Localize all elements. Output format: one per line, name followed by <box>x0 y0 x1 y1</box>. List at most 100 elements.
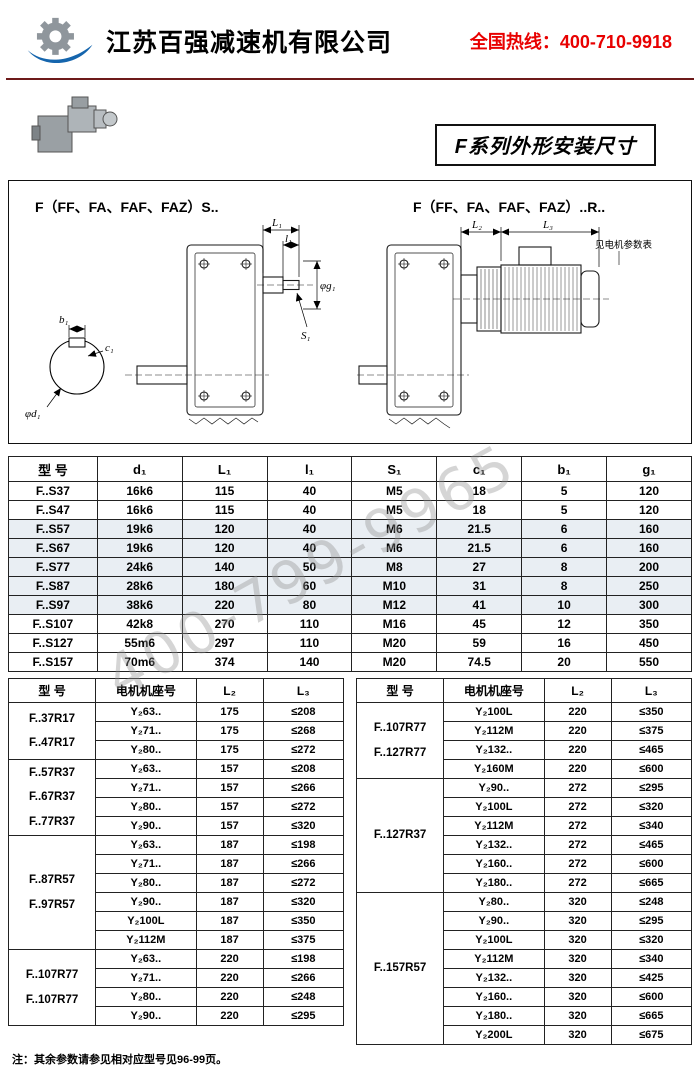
value-cell: 21.5 <box>436 519 523 539</box>
model-cell: F..S127 <box>8 633 98 653</box>
value-cell: ≤675 <box>610 1025 693 1045</box>
value-cell: 21.5 <box>436 538 523 558</box>
table-row: Y₂90..157≤320 <box>9 816 345 836</box>
value-cell: 38k6 <box>96 595 183 615</box>
drawing-caption-solid-shaft: F（FF、FA、FAF、FAZ）S.. <box>35 199 219 215</box>
value-cell: ≤266 <box>262 778 345 798</box>
column-header: 型 号 <box>355 678 445 703</box>
model-label: F..157R57 <box>373 962 427 975</box>
value-cell: 220 <box>195 968 264 988</box>
model-label: F..107R77 <box>25 969 79 982</box>
model-cell: F..S97 <box>8 595 98 615</box>
value-cell: 187 <box>195 854 264 874</box>
value-cell: 12 <box>521 614 608 634</box>
value-cell: 18 <box>436 481 523 501</box>
value-cell: 40 <box>266 481 353 501</box>
motor-frame-cell: Y₂80.. <box>443 892 545 912</box>
column-header: S₁ <box>351 456 438 482</box>
value-cell: 157 <box>195 759 264 779</box>
value-cell: 40 <box>266 538 353 558</box>
model-label: F..37R17 <box>29 712 76 725</box>
model-cell: F..S107 <box>8 614 98 634</box>
model-label: F..107R77 <box>25 993 79 1006</box>
motor-frame-cell: Y₂71.. <box>95 778 197 798</box>
value-cell: 220 <box>195 987 264 1007</box>
column-header: 电机机座号 <box>95 678 197 703</box>
column-header: g₁ <box>606 456 692 482</box>
model-cell: F..S67 <box>8 538 98 558</box>
value-cell: 160 <box>606 538 692 558</box>
subheader: F系列外形安装尺寸 <box>0 80 700 180</box>
model-cell: F..S157 <box>8 652 98 672</box>
value-cell: 20 <box>521 652 608 672</box>
motor-frame-cell: Y₂132.. <box>443 968 545 988</box>
value-cell: 300 <box>606 595 692 615</box>
column-header: c₁ <box>436 456 523 482</box>
value-cell: 272 <box>543 778 612 798</box>
technical-drawing-r-type: L₂ L₃ 见电机参数表 <box>357 219 653 429</box>
value-cell: ≤320 <box>610 930 693 950</box>
value-cell: 157 <box>195 816 264 836</box>
value-cell: 41 <box>436 595 523 615</box>
value-cell: 220 <box>195 1006 264 1026</box>
value-cell: M5 <box>351 500 438 520</box>
value-cell: 157 <box>195 778 264 798</box>
company-name: 江苏百强减速机有限公司 <box>106 29 393 57</box>
value-cell: 187 <box>195 835 264 855</box>
value-cell: 115 <box>181 481 268 501</box>
gearbox-outline <box>125 244 313 425</box>
value-cell: 110 <box>266 614 353 634</box>
value-cell: 250 <box>606 576 692 596</box>
value-cell: ≤465 <box>610 835 693 855</box>
motor-param-note: 见电机参数表 <box>595 239 653 251</box>
motor-frame-cell: Y₂80.. <box>95 740 197 760</box>
motor-frame-cell: Y₂63.. <box>95 949 197 969</box>
column-header: L₃ <box>262 678 345 703</box>
value-cell: 220 <box>543 740 612 760</box>
value-cell: 350 <box>606 614 692 634</box>
value-cell: M8 <box>351 557 438 577</box>
value-cell: 450 <box>606 633 692 653</box>
value-cell: 140 <box>266 652 353 672</box>
model-label: F..47R17 <box>29 737 76 749</box>
motor-frame-cell: Y₂71.. <box>95 968 197 988</box>
dim-d1-label: φd₁ <box>25 408 41 420</box>
value-cell: 220 <box>195 949 264 969</box>
value-cell: 18 <box>436 500 523 520</box>
motor-frame-cell: Y₂63.. <box>95 835 197 855</box>
value-cell: M16 <box>351 614 438 634</box>
value-cell: 5 <box>521 500 608 520</box>
model-label: F..67R37 <box>29 791 76 804</box>
value-cell: 320 <box>543 1006 612 1026</box>
value-cell: 80 <box>266 595 353 615</box>
column-header: b₁ <box>521 456 608 482</box>
value-cell: 28k6 <box>96 576 183 596</box>
value-cell: ≤272 <box>262 797 345 817</box>
value-cell: ≤295 <box>610 911 693 931</box>
motor-frame-cell: Y₂63.. <box>95 702 197 722</box>
model-cell: F..S37 <box>8 481 98 501</box>
model-group-cell: F..157R57 <box>355 892 445 1045</box>
drawing-panel: F（FF、FA、FAF、FAZ）S.. F（FF、FA、FAF、FAZ）..R.… <box>8 180 692 444</box>
value-cell: ≤208 <box>262 702 345 722</box>
